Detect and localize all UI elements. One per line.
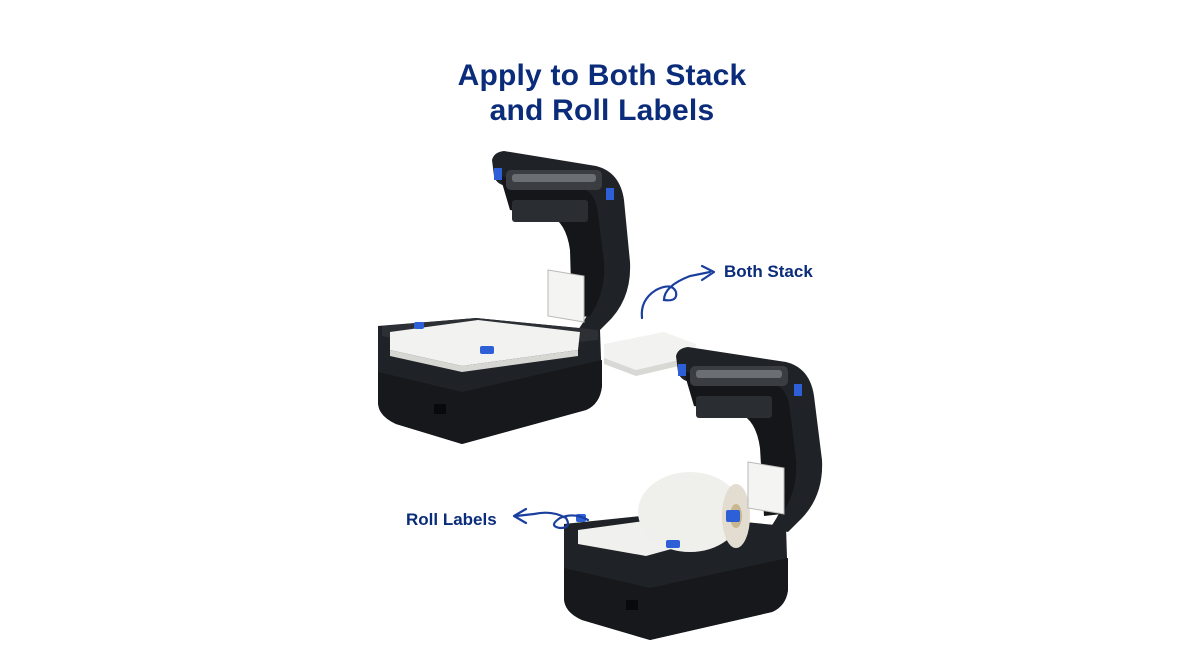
stack-labels-block	[604, 332, 696, 370]
printer-1-clip-side	[414, 322, 424, 329]
printer-1-clip-right	[606, 188, 614, 200]
printer-2-usb-port	[626, 600, 638, 610]
headline: Apply to Both Stack and Roll Labels	[400, 58, 804, 128]
printer-1-label-sheet	[547, 269, 585, 323]
printer-2-head-block	[696, 396, 772, 418]
printer-roll-labels	[564, 347, 823, 640]
printer-2-clip-left	[678, 364, 686, 376]
printer-stack-labels	[378, 151, 696, 444]
printer-1-lid	[492, 151, 631, 334]
printer-1-paper	[390, 320, 580, 366]
printer-2-lid	[676, 347, 823, 532]
printer-2-roller-core	[696, 370, 782, 378]
curved-arrow-icon	[512, 507, 590, 530]
printer-1-clip-left	[494, 168, 502, 180]
curved-arrow-icon	[640, 264, 716, 320]
stack-labels-block-edge	[604, 356, 696, 376]
printer-1-paper-shadow	[390, 350, 578, 372]
printer-1-base-front	[378, 360, 602, 444]
printer-1-roller-core	[512, 174, 596, 182]
callout-roll-labels: Roll Labels	[406, 510, 497, 529]
printer-1-head-block	[512, 200, 588, 222]
label-roll	[638, 472, 742, 552]
printer-2-label-sheet	[747, 461, 785, 515]
printer-2-clip-right	[794, 384, 802, 396]
printer-2-clip-front	[666, 540, 680, 548]
callout-both-stack: Both Stack	[724, 262, 813, 281]
printer-2-clip-holder	[726, 510, 740, 522]
printer-1-usb-port	[434, 404, 446, 414]
printer-1-clip-front	[480, 346, 494, 354]
headline-line-2: and Roll Labels	[489, 94, 715, 127]
headline-line-1: Apply to Both Stack	[457, 59, 747, 92]
printer-2-base-front	[564, 558, 788, 640]
